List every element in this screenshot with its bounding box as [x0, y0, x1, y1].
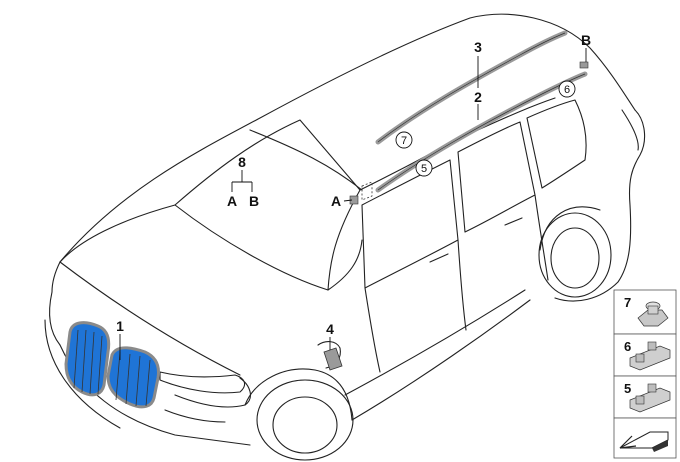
kidney-grille [64, 321, 160, 409]
panel-label-5: 5 [624, 381, 631, 396]
callout-labels: 1 2 3 4 8 A B A B [116, 32, 591, 337]
circled-callouts: 5 6 7 [395, 80, 576, 177]
detail-clip-b [579, 61, 589, 69]
callout-8-b: B [249, 193, 259, 209]
circled-callout-7: 7 [401, 135, 407, 147]
roof-rail-lower [375, 71, 588, 193]
side-badge [323, 347, 343, 371]
callout-3: 3 [474, 39, 482, 55]
roof-rail-upper [375, 30, 568, 145]
callout-8-a: A [227, 193, 237, 209]
circled-callout-6: 6 [564, 84, 570, 96]
clip-icon [629, 341, 671, 371]
callout-2: 2 [474, 89, 482, 105]
clip-icon [629, 383, 671, 413]
panel-label-7: 7 [624, 295, 631, 310]
callout-8: 8 [238, 154, 246, 170]
parts-panel: 7 6 5 [613, 289, 677, 459]
callout-a: A [331, 193, 341, 209]
arrow-pointer-icon [619, 431, 669, 452]
leader-lines [119, 48, 587, 360]
callout-1: 1 [116, 318, 124, 334]
panel-label-6: 6 [624, 339, 631, 354]
car-body-outline [44, 13, 646, 461]
callout-b: B [581, 32, 591, 48]
circled-callout-5: 5 [421, 163, 427, 175]
nut-icon [637, 301, 669, 327]
callout-4: 4 [326, 321, 334, 337]
